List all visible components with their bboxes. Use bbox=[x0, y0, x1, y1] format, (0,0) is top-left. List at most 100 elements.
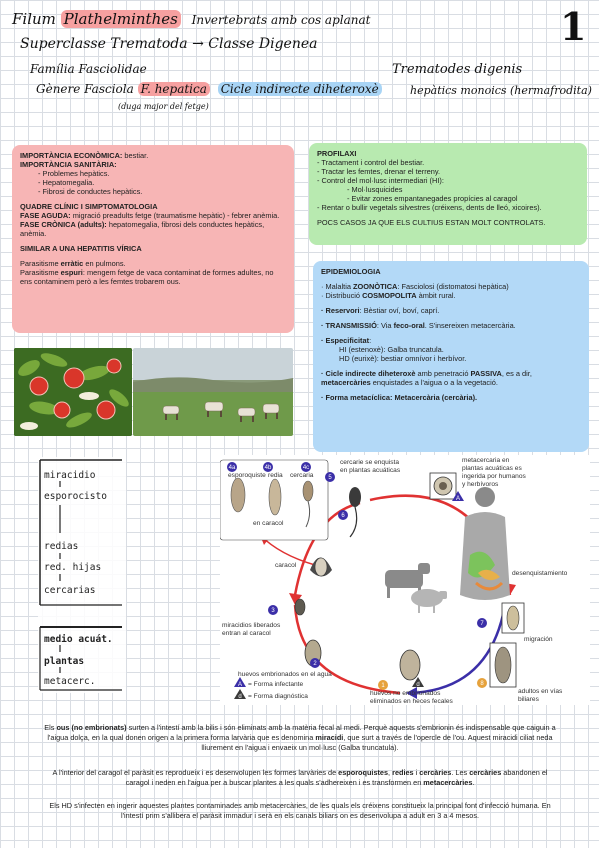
epi-especificitat: · Especificitat: bbox=[321, 336, 581, 345]
econ-line: IMPORTÀNCIA ECONÒMICA: bestiar. bbox=[20, 151, 286, 160]
paragraph-2: A l'interior del caragol el paràsit es r… bbox=[40, 768, 560, 788]
watercress-photo bbox=[14, 348, 132, 436]
label-cercarie-enquista: cercarie se enquista bbox=[340, 459, 399, 466]
epi-text: · Malaltia bbox=[321, 282, 354, 291]
stage-red-hijas: red. hijas bbox=[44, 562, 101, 573]
erratic-b: erràtic bbox=[60, 259, 84, 268]
epi-zoonotica: · Malaltia ZOONÒTICA: Fasciolosi (distom… bbox=[321, 282, 581, 291]
header-phylum: Plathelminthes bbox=[60, 10, 181, 28]
epi-distribucio: · Distribució COSMOPOLITA àmbit rural. bbox=[321, 291, 581, 300]
legend-infectante: = Forma infectante bbox=[248, 681, 303, 688]
profilaxi-subitem: - Mol·lusquicides bbox=[347, 185, 403, 194]
header-note: (duga major del fetge) bbox=[118, 102, 209, 111]
label-metacercaria-2: plantas acuáticas es bbox=[462, 465, 522, 472]
erratic-line: Parasitisme erràtic en pulmons. bbox=[20, 259, 286, 268]
p2-text: abandonen el caragol i neden en l'aigua … bbox=[125, 768, 548, 787]
cattle-pasture-image bbox=[133, 348, 293, 436]
profilaxi-box: PROFILAXI - Tractament i control del bes… bbox=[309, 143, 587, 245]
marker-4c: 4c bbox=[303, 465, 309, 471]
paragraph-3: Els HD s'infecten en ingerir aquestes pl… bbox=[40, 801, 560, 821]
marker-6: 6 bbox=[341, 513, 345, 519]
marker-4b: 4b bbox=[265, 465, 272, 471]
epi-host: HI (estenoxè): Galba truncatula. bbox=[339, 345, 444, 354]
marker-4a: 4a bbox=[229, 465, 236, 471]
header-cicle: Cicle indirecte diheteroxè bbox=[217, 82, 382, 96]
label-metacercaria-1: metacercaria en bbox=[462, 457, 510, 464]
epi-text: . S'insereixen metacercària. bbox=[424, 321, 516, 330]
legend-diagnostica: = Forma diagnóstica bbox=[248, 693, 308, 700]
profilaxi-title: PROFILAXI bbox=[317, 149, 579, 158]
header-line4: Gènere Fasciola F. hepatica Cicle indire… bbox=[36, 82, 382, 96]
espuri-b: espuri bbox=[60, 268, 83, 277]
label-adultos: adultos en vías bbox=[518, 688, 563, 695]
stage-list-scan: miracidio esporocisto redias red. hijas … bbox=[30, 455, 130, 695]
epi-bold: · Especificitat bbox=[321, 336, 370, 345]
marker-8: 8 bbox=[480, 681, 484, 687]
marker-7: 7 bbox=[480, 621, 484, 627]
label-adultos-2: biliares bbox=[518, 696, 540, 703]
header-filum: Filum bbox=[12, 10, 56, 28]
cattle-photo bbox=[133, 348, 293, 436]
epi-forma: · Forma metacíclica: Metacercària (cercà… bbox=[321, 393, 581, 402]
epi-bold: PASSIVA bbox=[470, 369, 502, 378]
epi-host: HD (eurixè): bestiar omnívor i herbívor. bbox=[339, 354, 467, 363]
espuri-line: Parasitisme espuri: mengem fetge de vaca… bbox=[20, 268, 286, 286]
espuri-a: Parasitisme bbox=[20, 268, 61, 277]
label-cercarie-enquista-2: en plantas acuáticas bbox=[340, 467, 401, 474]
epi-text: àmbit rural. bbox=[416, 291, 456, 300]
stage-list-drawing: miracidio esporocisto redias red. hijas … bbox=[38, 457, 126, 693]
epi-text: , es a dir, bbox=[501, 369, 532, 378]
epi-bold: metacercàries bbox=[321, 378, 371, 387]
stage-esporocisto: esporocisto bbox=[44, 491, 107, 502]
label-en-caracol: en caracol bbox=[253, 520, 284, 527]
sanit-item: - Problemes hepàtics. bbox=[38, 169, 110, 178]
stage-miracidio: miracidio bbox=[44, 470, 96, 481]
p1-text: Els bbox=[44, 723, 57, 732]
marker-3: 3 bbox=[271, 608, 275, 614]
clinic-heading-text: QUADRE CLÍNIC I SIMPTOMATOLOGIA bbox=[20, 202, 158, 211]
erratic-c: en pulmons. bbox=[83, 259, 126, 268]
epi-reservori: · Reservori: Bèstiar oví, boví, caprí. bbox=[321, 306, 581, 315]
legend-infective-marker: A bbox=[238, 682, 242, 688]
diagnostic-marker: d bbox=[416, 682, 419, 688]
header-line3: Família Fasciolidae bbox=[30, 62, 147, 76]
clinical-box: IMPORTÀNCIA ECONÒMICA: bestiar. IMPORTÀN… bbox=[12, 145, 294, 333]
label-huevos-no-embrionados: huevos no embrionados bbox=[370, 690, 441, 697]
header-species: F. hepatica bbox=[137, 82, 210, 96]
header-line2: Superclasse Trematoda → Classe Digenea bbox=[20, 36, 318, 52]
p1-text: , que surt a través de l'opercle de l'ou… bbox=[201, 733, 553, 752]
epi-text: : Bèstiar oví, boví, caprí. bbox=[359, 306, 440, 315]
epi-bold: · Forma metacíclica: Metacercària (cercà… bbox=[321, 393, 478, 402]
label-metacercaria-3: ingerida por humanos bbox=[462, 473, 526, 480]
stage-metacerc: metacerc. bbox=[44, 676, 95, 687]
econ-value: bestiar. bbox=[122, 151, 149, 160]
label-esporoquiste: esporoquiste bbox=[228, 472, 266, 479]
p2-text: . bbox=[472, 778, 475, 787]
watercress-image bbox=[14, 348, 132, 436]
marker-1: 1 bbox=[381, 683, 385, 689]
stage-plantas: plantas bbox=[44, 656, 84, 667]
p2-bold: metacercàries bbox=[423, 778, 473, 787]
label-huevos-agua: huevos embrionados en el agua bbox=[238, 671, 332, 678]
label-cercaria: cercaria bbox=[290, 472, 314, 479]
header-genere: Gènere Fasciola bbox=[36, 82, 134, 96]
page-number: 1 bbox=[560, 4, 587, 49]
p3-text: Els HD s'infecten en ingerir aquestes pl… bbox=[49, 801, 551, 820]
header-right-2: hepàtics monoics (hermafrodita) bbox=[410, 84, 592, 97]
aguda-value: migració preadults fetge (traumatisme he… bbox=[70, 211, 280, 220]
epi-cicle: · Cicle indirecte diheteroxè amb penetra… bbox=[321, 369, 581, 387]
epidemiologia-box: EPIDEMIOLOGIA · Malaltia ZOONÒTICA: Fasc… bbox=[313, 261, 589, 452]
stage-cercarias: cercarias bbox=[44, 585, 95, 596]
epi-text: : bbox=[369, 336, 372, 345]
econ-label: IMPORTÀNCIA ECONÒMICA: bbox=[20, 151, 123, 160]
p2-text: A l'interior del caragol el paràsit es r… bbox=[52, 768, 339, 777]
epi-transmissio: · TRANSMISSIÓ: Via feco-oral. S'insereix… bbox=[321, 321, 581, 330]
cronica-line: FASE CRÒNICA (adults): hepatomegalia, fi… bbox=[20, 220, 286, 238]
label-redia: redia bbox=[268, 472, 283, 479]
sanit-item: - Hepatomegalia. bbox=[38, 178, 95, 187]
epi-bold: feco-oral bbox=[393, 321, 425, 330]
life-cycle-drawing: 4a 4b 4c 5 6 3 2 1 7 8 A d A d esporoqui… bbox=[219, 455, 590, 705]
life-cycle-diagram: 4a 4b 4c 5 6 3 2 1 7 8 A d A d esporoqui… bbox=[219, 455, 590, 705]
header-right-1: Trematodes digenis bbox=[392, 62, 523, 77]
label-desenquistamiento: desenquistamiento bbox=[512, 570, 568, 577]
